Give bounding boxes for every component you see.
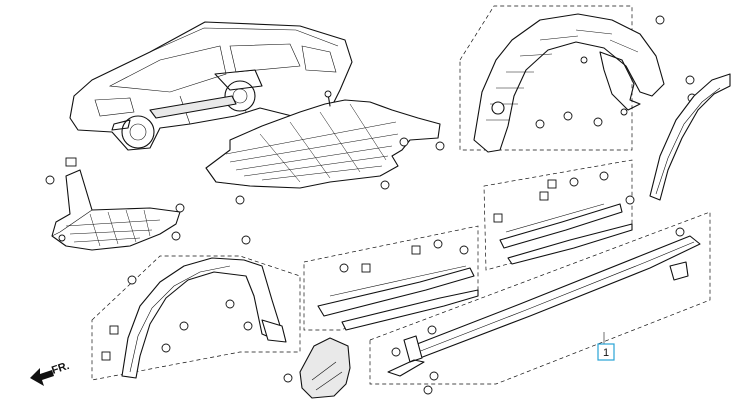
pillar-garnish xyxy=(649,73,731,201)
mudguard xyxy=(283,337,351,399)
fender-liner-group xyxy=(459,5,697,153)
callout-number[interactable]: 1 xyxy=(603,347,609,359)
wheel-arch-molding xyxy=(91,235,301,381)
door-molding-rear xyxy=(483,159,635,271)
front-direction-indicator: FR. xyxy=(30,360,71,386)
door-molding-front xyxy=(303,225,479,335)
side-sill-garnish xyxy=(369,211,711,395)
callout-box[interactable] xyxy=(597,343,615,361)
front-arrow-icon xyxy=(30,368,54,386)
front-direction-label: FR. xyxy=(50,360,71,377)
part-callout-1[interactable]: 1 xyxy=(597,343,615,361)
splash-shield xyxy=(45,157,185,251)
under-cover xyxy=(205,90,445,205)
vehicle-overview xyxy=(69,21,353,151)
